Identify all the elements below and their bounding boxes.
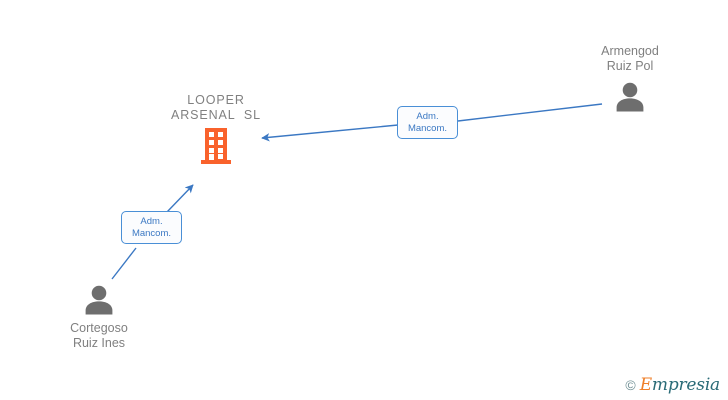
relation-chip-line2: Mancom. bbox=[131, 227, 172, 239]
relation-chip-cortegoso[interactable]: Adm. Mancom. bbox=[121, 211, 182, 244]
person-node-cortegoso-ruiz-ines[interactable]: Cortegoso Ruiz Ines bbox=[41, 283, 157, 351]
edge-cortegoso-to-company bbox=[111, 184, 194, 280]
building-icon[interactable] bbox=[200, 127, 232, 165]
edge-armengod-to-company bbox=[261, 103, 603, 142]
brand-initial: E bbox=[639, 375, 652, 395]
person-node-armengod-ruiz-pol[interactable]: Armengod Ruiz Pol bbox=[572, 44, 688, 112]
company-label-line1: LOOPER bbox=[187, 93, 245, 107]
person-label-line2: Ruiz Ines bbox=[72, 336, 126, 350]
relation-chip-line2: Mancom. bbox=[407, 122, 448, 134]
person-icon[interactable] bbox=[614, 80, 646, 112]
watermark-empresia: © Empresia bbox=[625, 376, 720, 395]
relation-chip-line1: Adm. bbox=[140, 215, 163, 227]
person-label-line1: Armengod bbox=[601, 44, 659, 58]
company-label-line2: ARSENAL SL bbox=[170, 108, 262, 122]
relation-chip-line1: Adm. bbox=[416, 110, 439, 122]
company-node-looper-arsenal-sl[interactable]: LOOPER ARSENAL SL bbox=[146, 93, 286, 165]
person-label-line1: Cortegoso bbox=[70, 321, 128, 335]
person-icon[interactable] bbox=[83, 283, 115, 315]
copyright-icon: © bbox=[625, 377, 636, 393]
person-label-line2: Ruiz Pol bbox=[606, 59, 654, 73]
brand-wordmark: Empresia bbox=[639, 375, 721, 395]
brand-rest: mpresia bbox=[651, 375, 720, 395]
relation-chip-armengod[interactable]: Adm. Mancom. bbox=[397, 106, 458, 139]
